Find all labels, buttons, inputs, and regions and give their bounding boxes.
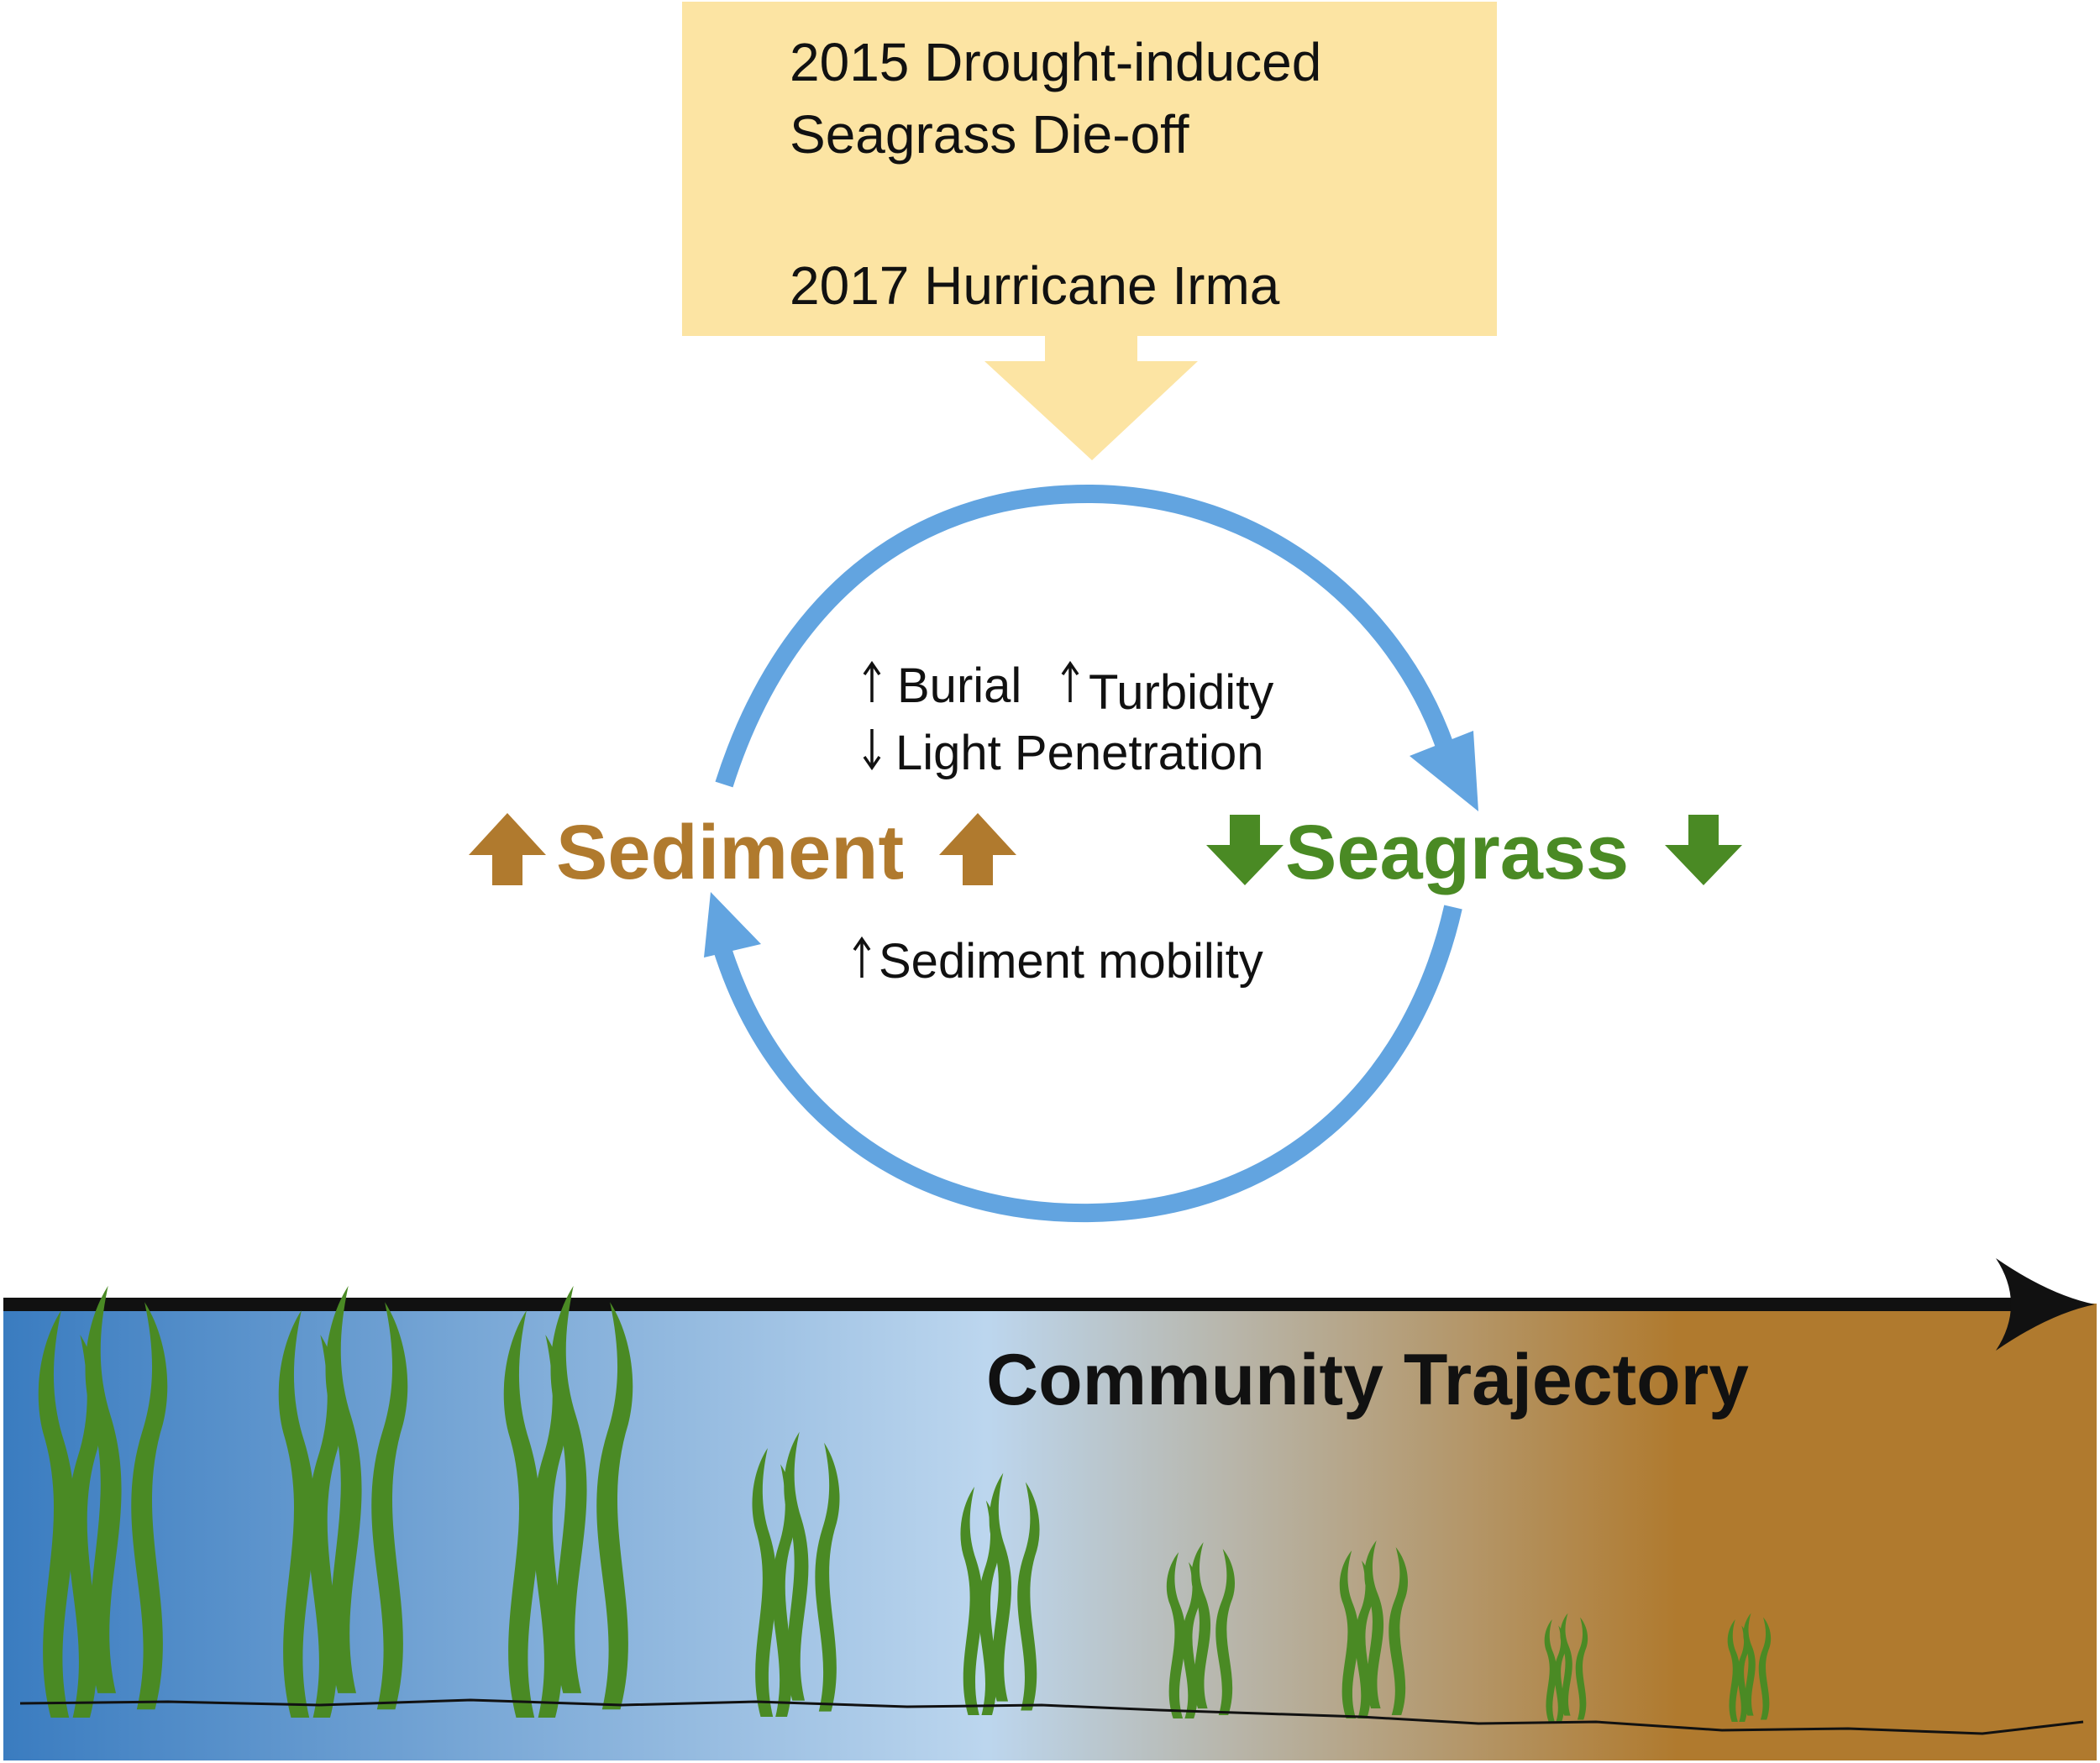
arrow-up-icon — [853, 936, 871, 978]
mech-light: Light Penetration — [895, 726, 1264, 780]
cycle-arrowhead-right — [1410, 731, 1478, 811]
arrow-up-icon — [863, 660, 881, 702]
cycle-arc-top — [715, 484, 1454, 788]
event-line-3: 2017 Hurricane Irma — [790, 255, 1280, 316]
mech-turbidity: Turbidity — [1089, 665, 1273, 720]
node-sediment: Sediment — [469, 810, 1016, 895]
arrow-down-icon — [863, 729, 881, 771]
feedback-cycle — [713, 484, 1462, 1223]
arrow-down-icon — [1206, 815, 1284, 885]
trajectory-arrowhead — [1996, 1258, 2095, 1351]
trajectory-axis-bar — [3, 1298, 2028, 1311]
event-box — [682, 2, 1497, 460]
event-line-1: 2015 Drought-induced — [790, 32, 1321, 92]
mechanism-bottom: Sediment mobility — [853, 934, 1263, 989]
trajectory-panel: Community Trajectory — [3, 1258, 2097, 1760]
event-line-2: Seagrass Die-off — [790, 104, 1189, 165]
arrow-up-icon — [1061, 660, 1079, 702]
arrow-up-icon — [939, 813, 1016, 885]
node-sediment-label: Sediment — [556, 810, 904, 895]
arrow-up-icon — [469, 813, 546, 885]
cycle-arc-bottom — [713, 905, 1462, 1223]
mech-burial: Burial — [897, 659, 1021, 713]
node-seagrass-label: Seagrass — [1285, 810, 1629, 895]
node-seagrass: Seagrass — [1206, 810, 1742, 895]
trajectory-label: Community Trajectory — [986, 1340, 1749, 1420]
arrow-down-icon — [1665, 815, 1742, 885]
cycle-arrowhead-left — [704, 892, 761, 958]
event-callout: 2015 Drought-induced Seagrass Die-off 20… — [682, 2, 1497, 460]
sediment-ground-line — [19, 1698, 2084, 1735]
mechanism-top: Burial Turbidity Light Penetration — [863, 659, 1273, 780]
mech-sediment-mobility: Sediment mobility — [879, 934, 1263, 989]
